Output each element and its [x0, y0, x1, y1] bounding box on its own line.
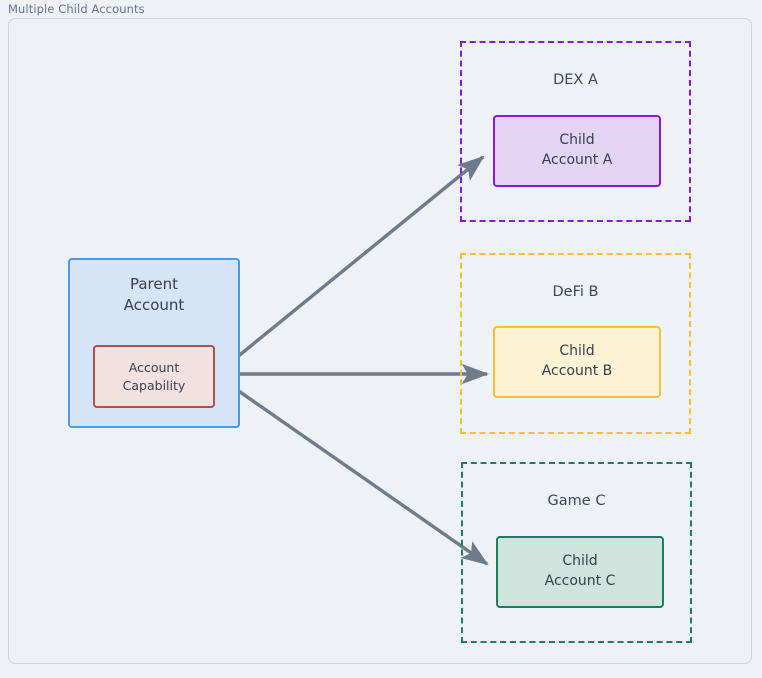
- node-child-account-a[interactable]: Child Account A: [493, 115, 661, 187]
- cluster-defi-b: DeFi B: [460, 253, 691, 434]
- cluster-label-dex-a: DEX A: [553, 72, 598, 88]
- node-parent-account-line1: Parent: [129, 275, 179, 293]
- node-parent-account-line2: Account: [123, 296, 185, 315]
- node-child-account-a-line2: Account A: [541, 152, 613, 168]
- node-child-account-b[interactable]: Child Account B: [493, 326, 661, 398]
- node-child-account-b-line2: Account B: [541, 363, 613, 379]
- node-child-account-c-line2: Account C: [544, 573, 616, 589]
- node-account-capability-line2: Capability: [122, 377, 186, 393]
- cluster-label-game-c: Game C: [547, 493, 606, 509]
- cluster-dex-a: DEX A: [460, 41, 691, 222]
- node-child-account-a-line1: Child: [559, 132, 595, 149]
- node-account-capability-line1: Account: [128, 359, 180, 375]
- node-child-account-c[interactable]: Child Account C: [496, 536, 664, 608]
- diagram-frame-title: Multiple Child Accounts: [8, 2, 145, 16]
- cluster-game-c: Game C: [461, 462, 692, 643]
- node-account-capability[interactable]: Account Capability: [93, 345, 215, 408]
- cluster-label-defi-b: DeFi B: [552, 284, 599, 300]
- node-child-account-c-line1: Child: [562, 553, 598, 570]
- node-child-account-b-line1: Child: [559, 343, 595, 360]
